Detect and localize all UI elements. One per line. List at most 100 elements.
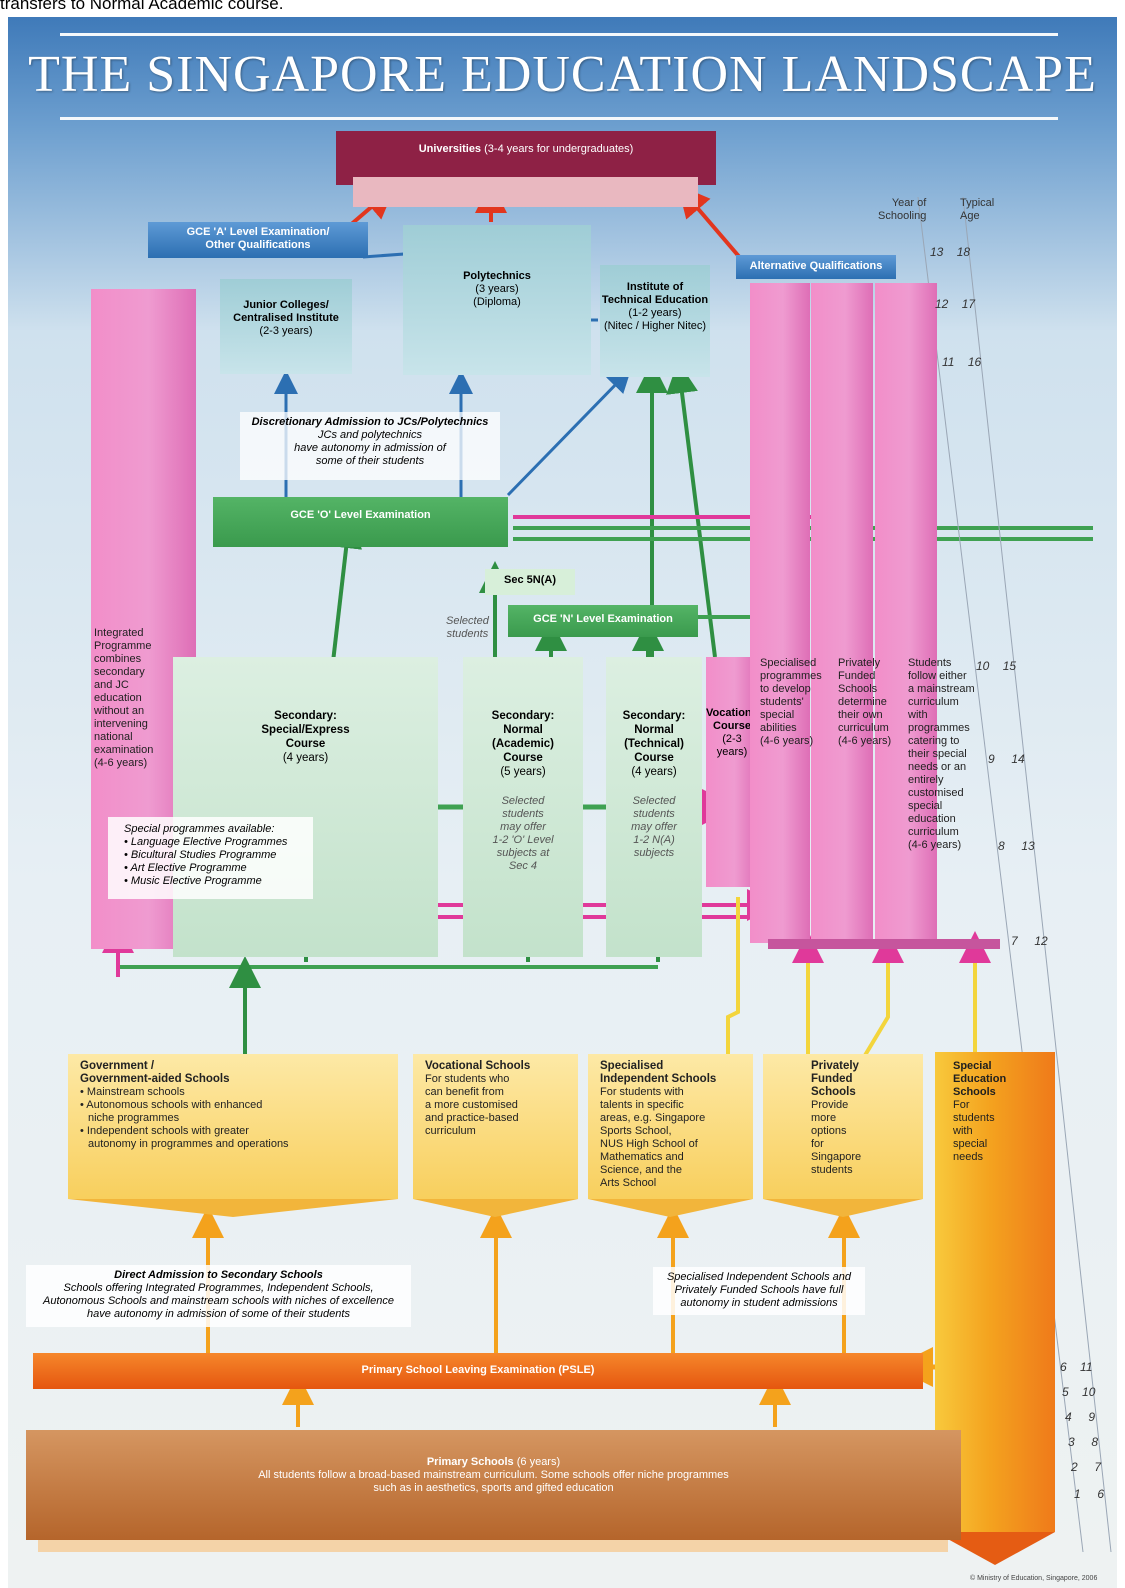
title-rule	[60, 33, 1058, 36]
text-line: with	[953, 1125, 973, 1137]
text-line: Specialised	[760, 657, 817, 669]
text-line: (4-6 years)	[760, 735, 814, 747]
sped-title: Education	[953, 1073, 1007, 1085]
primary-description: such as in aesthetics, sports and gifted…	[373, 1482, 614, 1494]
text-line: students	[633, 808, 675, 820]
text-line: needs or an	[908, 761, 967, 773]
text-line: catering to	[908, 735, 960, 747]
text-line: may offer	[500, 821, 546, 833]
gov-schools-item: • Mainstream schools	[80, 1086, 185, 1098]
year-value: 7	[1011, 934, 1018, 948]
text-line: Students	[908, 657, 952, 669]
text-line: Privately Funded Schools have full	[674, 1284, 844, 1296]
text-line: For	[953, 1099, 970, 1111]
alternative-qualifications-bar: Alternative Qualifications	[736, 255, 896, 279]
text-line: Singapore	[811, 1151, 862, 1163]
sec-nt-label: Course	[634, 752, 674, 764]
gov-schools-title: Government /	[80, 1060, 155, 1072]
text-line: (4-6 years)	[838, 735, 892, 747]
page-caption: transfers to Normal Academic course.	[0, 0, 284, 13]
gov-schools-item: • Independent schools with greater	[80, 1125, 249, 1137]
primary-schools-block: Primary Schools (6 years) All students f…	[26, 1430, 961, 1540]
full-autonomy-note: Specialised Independent Schools and Priv…	[653, 1267, 865, 1315]
text-line: Selected	[501, 795, 545, 807]
text-line: (4-6 years)	[94, 757, 148, 769]
text-line: (2-3	[722, 733, 742, 745]
sec-nt-label: (Technical)	[624, 738, 684, 750]
spec-ind-title: Specialised	[600, 1060, 664, 1072]
text-line: for	[811, 1138, 824, 1150]
year-13: 13 18	[930, 245, 970, 259]
text-line: 1-2 'O' Level	[492, 834, 554, 846]
legend-text: Schooling	[878, 210, 927, 222]
gce-o-level-bar: GCE 'O' Level Examination	[213, 497, 508, 547]
text-line: Selected	[632, 795, 676, 807]
age-value: 18	[956, 245, 971, 259]
sec-na-label: (Academic)	[492, 738, 554, 750]
gce-a-level-bar: GCE 'A' Level Examination/ Other Qualifi…	[148, 222, 368, 258]
text-line: students	[811, 1164, 853, 1176]
sec-express-label: Special/Express	[261, 724, 350, 736]
text-line: Schools offering Integrated Programmes, …	[63, 1282, 374, 1294]
copyright-text: © Ministry of Education, Singapore, 2006	[970, 1575, 1098, 1582]
discretionary-line: JCs and polytechnics	[318, 429, 422, 441]
sec-na-label: Normal	[503, 724, 543, 736]
special-education-text: Special Education Schools For students w…	[953, 1060, 1006, 1164]
polytechnics-name: Polytechnics	[463, 270, 531, 282]
special-programme-item: • Music Elective Programme	[124, 875, 262, 887]
primary-schools-base	[38, 1540, 948, 1552]
sec-na-label: Secondary:	[491, 710, 555, 722]
connector-arrows	[102, 181, 1112, 1553]
text-line: 1-2 N(A)	[633, 834, 675, 846]
primary-name: Primary Schools	[426, 1456, 514, 1468]
text-line: years)	[716, 746, 748, 758]
psle-label: Primary School Leaving Examination (PSLE…	[361, 1364, 595, 1376]
privately-funded-text: Privately Funded Schools determine their…	[838, 657, 900, 748]
card-roof	[413, 1199, 578, 1217]
year-2: 2 7	[1071, 1460, 1101, 1474]
text-line: NUS High School of	[600, 1138, 698, 1150]
junior-colleges-block: Junior Colleges/ Centralised Institute (…	[220, 279, 352, 374]
ite-years: (1-2 years)	[628, 307, 682, 319]
universities-detail: (3-4 years for undergraduates)	[484, 143, 634, 155]
text-line: Autonomous Schools and mainstream school…	[43, 1295, 394, 1307]
sec-nt-label: Secondary:	[622, 710, 686, 722]
specialised-programmes-text: Specialised programmes to develop studen…	[760, 657, 822, 748]
text-line: a mainstream	[908, 683, 975, 695]
text-line: special	[908, 800, 943, 812]
jc-years: (2-3 years)	[259, 325, 313, 337]
integrated-programme-text: Integrated Programme combines secondary …	[94, 627, 164, 770]
text-line: options	[811, 1125, 847, 1137]
year-value: 8	[998, 839, 1005, 853]
special-programme-item: • Language Elective Programmes	[124, 836, 288, 848]
text-line: For students who	[425, 1073, 510, 1085]
primary-years: (6 years)	[516, 1456, 561, 1468]
title-rule	[60, 117, 1058, 120]
year-10: 10 15	[976, 659, 1016, 673]
year-value: 6	[1060, 1360, 1067, 1374]
age-value: 8	[1091, 1435, 1099, 1449]
text-line: Provide	[811, 1099, 849, 1111]
text-line: Course	[713, 720, 751, 732]
text-line: Selected	[446, 615, 489, 627]
text-line: Mathematics and	[600, 1151, 684, 1163]
age-value: 12	[1034, 934, 1048, 948]
text-line: curriculum	[425, 1125, 476, 1137]
year-4: 4 9	[1065, 1410, 1095, 1424]
gce-a-label: GCE 'A' Level Examination/	[186, 226, 330, 238]
text-line: customised	[908, 787, 964, 799]
age-value: 11	[1080, 1360, 1093, 1374]
text-line: subjects	[633, 847, 675, 859]
universities-block: Universities (3-4 years for undergraduat…	[336, 131, 716, 185]
text-line: programmes	[760, 670, 822, 682]
ite-block: Institute of Technical Education (1-2 ye…	[600, 265, 710, 377]
text-line: combines	[94, 653, 142, 665]
privately-funded-column	[811, 283, 873, 943]
polytechnics-years: (3 years)	[475, 283, 519, 295]
age-value: 16	[967, 355, 982, 369]
special-education-roof	[935, 1532, 1055, 1565]
age-value: 17	[961, 297, 976, 311]
legend-text: Typical	[960, 197, 995, 209]
text-line: more	[811, 1112, 837, 1124]
specialised-programmes-column	[750, 283, 810, 943]
